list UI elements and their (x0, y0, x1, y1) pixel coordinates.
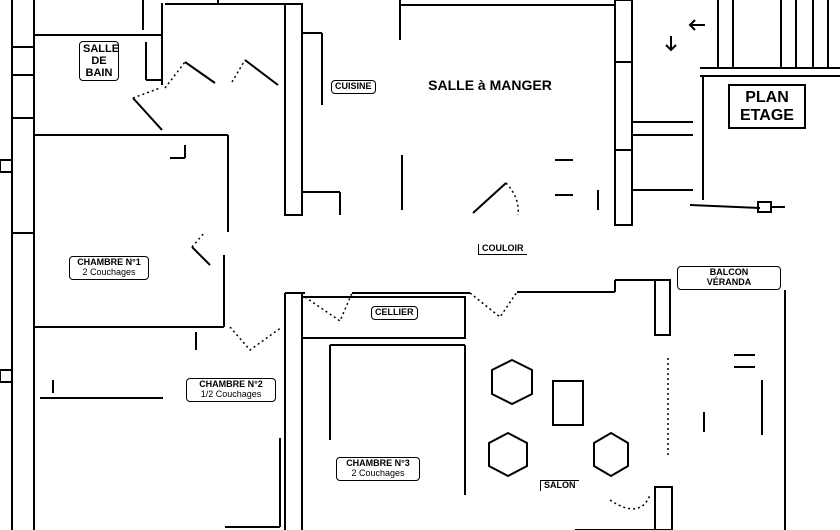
plan-title-line1: PLAN (745, 89, 789, 106)
label-bedroom-1: CHAMBRE N°1 2 Couchages (69, 256, 149, 280)
doors (132, 59, 651, 510)
bathroom-line3: BAIN (85, 67, 113, 80)
bedroom-3-beds: 2 Couchages (351, 467, 405, 478)
label-bedroom-2: CHAMBRE N°2 1/2 Couchages (186, 378, 276, 402)
label-living-room: SALON (540, 480, 579, 491)
label-balcony: BALCON VÉRANDA (677, 266, 781, 290)
label-corridor: COULOIR (478, 243, 527, 255)
label-kitchen: CUISINE (331, 80, 376, 94)
label-dining-room: SALLE à MANGER (428, 77, 552, 93)
pouf-3 (593, 431, 629, 478)
bedroom-1-name: CHAMBRE N°1 (77, 257, 141, 267)
pouf-2 (488, 431, 528, 478)
bedroom-2-name: CHAMBRE N°2 (199, 379, 263, 389)
label-bathroom: SALLE DE BAIN (79, 41, 120, 82)
balcony-line1: BALCON (709, 267, 749, 277)
plan-title: PLAN ETAGE (728, 84, 806, 130)
bedroom-2-beds: 1/2 Couchages (200, 388, 262, 399)
furniture (488, 358, 669, 478)
pouf-1 (491, 358, 533, 406)
balcony-line2: VÉRANDA (706, 276, 752, 287)
bathroom-line1: SALLE (83, 43, 120, 55)
plan-title-line2: ETAGE (740, 106, 794, 124)
bathroom-line2: DE (91, 55, 107, 68)
bedroom-1-beds: 2 Couchages (82, 266, 136, 277)
coffee-table (552, 380, 584, 426)
bedroom-3-name: CHAMBRE N°3 (346, 458, 410, 468)
label-bedroom-3: CHAMBRE N°3 2 Couchages (336, 457, 420, 481)
arrow-icon (665, 19, 705, 52)
label-storage: CELLIER (371, 306, 418, 320)
staircase (689, 0, 840, 213)
